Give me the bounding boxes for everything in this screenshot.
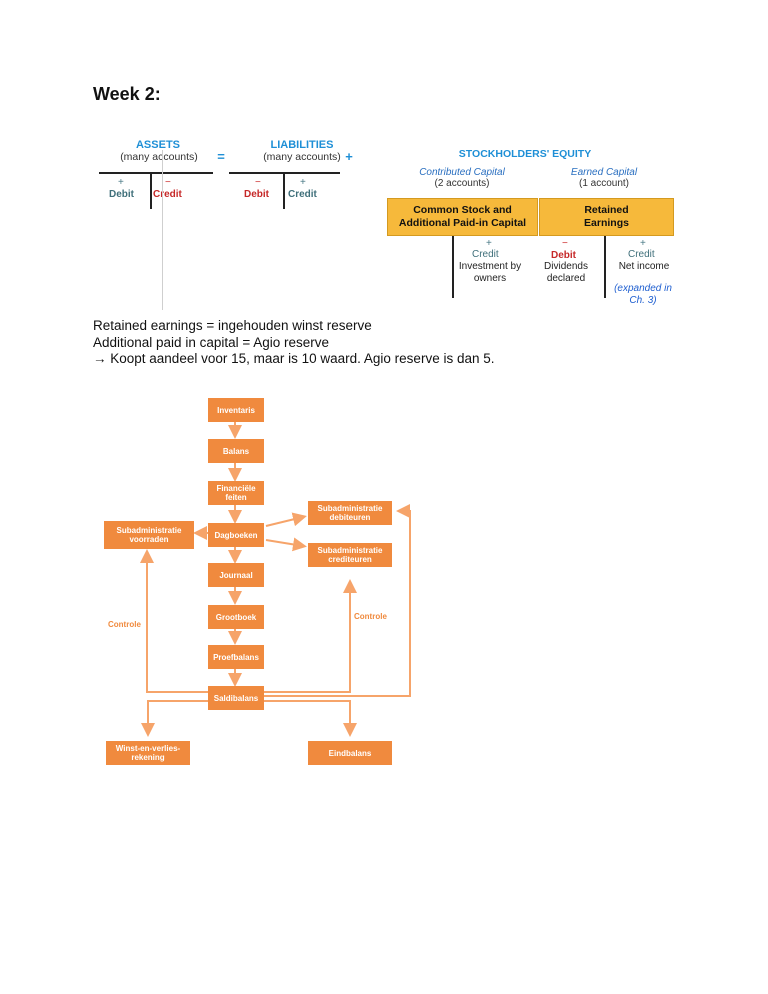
assets-t-stem	[150, 172, 152, 209]
wv-line2: rekening	[131, 753, 165, 762]
bookkeeping-flowchart: Inventaris Balans Financiële feiten Dagb…	[100, 395, 420, 775]
expanded-note-line2: Ch. 3)	[629, 295, 657, 306]
common-stock-box: Common Stock and Additional Paid-in Capi…	[387, 198, 538, 236]
liabilities-t-stem	[283, 172, 285, 209]
contributed-desc-line2: owners	[473, 273, 507, 284]
common-stock-line1: Common Stock and	[413, 204, 512, 216]
earned-capital-sub: (1 account)	[578, 178, 630, 189]
assets-debit: Debit	[109, 189, 134, 200]
box-dagboeken: Dagboeken	[208, 523, 264, 547]
earned-capital-title: Earned Capital	[570, 167, 638, 178]
earned-debit-desc-line1: Dividends	[544, 261, 588, 272]
assets-credit: Credit	[153, 189, 182, 200]
liabilities-minus: −	[255, 177, 261, 188]
earned-debit: Debit	[551, 250, 576, 261]
accounting-equation-figure: ASSETS (many accounts) = + − Debit Credi…	[0, 0, 768, 320]
box-subadministratie-debiteuren: Subadministratie debiteuren	[308, 501, 392, 525]
equals-sign: =	[217, 149, 225, 164]
box-balans: Balans	[208, 439, 264, 463]
box-saldibalans: Saldibalans	[208, 686, 264, 710]
box-winst-en-verliesrekening: Winst-en-verlies- rekening	[106, 741, 190, 765]
contributed-capital-sub: (2 accounts)	[434, 178, 490, 189]
note-line-3: → Koopt aandeel voor 15, maar is 10 waar…	[93, 351, 495, 366]
contributed-capital-title: Contributed Capital	[419, 167, 505, 178]
liabilities-t-top	[229, 172, 340, 174]
contributed-credit: Credit	[472, 249, 499, 260]
note-line-2: Additional paid in capital = Agio reserv…	[93, 334, 330, 350]
equity-title: STOCKHOLDERS' EQUITY	[458, 148, 592, 160]
assets-t-top	[99, 172, 213, 174]
box-journaal: Journaal	[208, 563, 264, 587]
assets-minus: −	[165, 177, 171, 188]
controle-label-right: Controle	[354, 612, 387, 621]
voorraden-line1: Subadministratie	[116, 526, 182, 535]
box-inventaris: Inventaris	[208, 398, 264, 422]
earned-minus: −	[562, 238, 568, 249]
contributed-t-stem	[452, 236, 454, 298]
debiteuren-line1: Subadministratie	[317, 504, 383, 513]
assets-sub: (many accounts)	[120, 151, 198, 163]
box-financiele-feiten: Financiële feiten	[208, 481, 264, 505]
earned-debit-desc-line2: declared	[546, 273, 586, 284]
box-eindbalans: Eindbalans	[308, 741, 392, 765]
retained-earnings-line1: Retained	[584, 204, 629, 216]
crediteuren-line1: Subadministratie	[317, 546, 383, 555]
voorraden-line2: voorraden	[129, 535, 169, 544]
plus-sign: +	[345, 149, 353, 164]
earned-t-stem	[604, 236, 606, 298]
divider-line	[162, 150, 163, 310]
liabilities-credit: Credit	[288, 189, 317, 200]
retained-earnings-box: Retained Earnings	[539, 198, 674, 236]
assets-title: ASSETS	[135, 139, 180, 151]
contributed-desc-line1: Investment by	[458, 261, 522, 272]
debiteuren-line2: debiteuren	[329, 513, 371, 522]
liabilities-title: LIABILITIES	[270, 139, 334, 151]
controle-label-left: Controle	[108, 620, 141, 629]
box-grootboek: Grootboek	[208, 605, 264, 629]
assets-plus: +	[118, 177, 124, 188]
wv-line1: Winst-en-verlies-	[115, 744, 181, 753]
liabilities-debit: Debit	[244, 189, 269, 200]
liabilities-plus: +	[300, 177, 306, 188]
earned-plus: +	[640, 238, 646, 249]
earned-credit: Credit	[628, 249, 655, 260]
retained-earnings-line2: Earnings	[584, 217, 629, 229]
box-subadministratie-voorraden: Subadministratie voorraden	[104, 521, 194, 549]
common-stock-line2: Additional Paid-in Capital	[398, 217, 527, 229]
note-line-1: Retained earnings = ingehouden winst res…	[93, 318, 372, 333]
contributed-plus: +	[486, 238, 492, 249]
box-proefbalans: Proefbalans	[208, 645, 264, 669]
notes-text: Retained earnings = ingehouden winst res…	[93, 318, 494, 368]
earned-credit-desc: Net income	[618, 261, 670, 272]
page-heading: Week 2:	[93, 84, 161, 104]
expanded-note-line1: (expanded in	[614, 283, 672, 294]
crediteuren-line2: crediteuren	[328, 555, 372, 564]
box-subadministratie-crediteuren: Subadministratie crediteuren	[308, 543, 392, 567]
liabilities-sub: (many accounts)	[263, 151, 341, 163]
flowchart-connectors	[140, 422, 411, 737]
